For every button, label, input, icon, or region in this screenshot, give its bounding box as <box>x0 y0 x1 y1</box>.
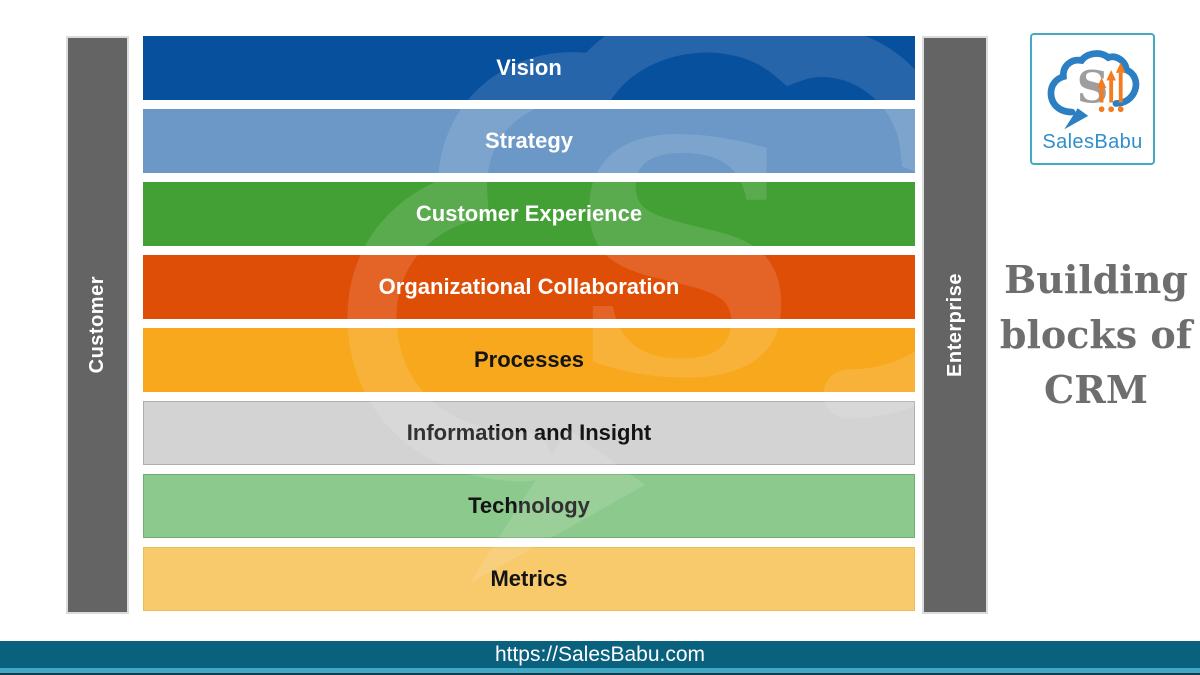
block-label: Organizational Collaboration <box>378 274 680 299</box>
title-line-3: CRM <box>1044 367 1148 412</box>
building-blocks-stack: Vision Strategy Customer Experience Orga… <box>143 36 915 611</box>
block-customer-experience: Customer Experience <box>143 182 915 246</box>
cloud-tail <box>1063 107 1088 129</box>
axis-bar-customer: Customer <box>66 36 129 614</box>
salesbabu-logo: S SalesBabu <box>1030 33 1155 165</box>
axis-label-enterprise: Enterprise <box>943 273 966 377</box>
logo-brand-text: SalesBabu <box>1042 130 1143 153</box>
block-label: Processes <box>473 347 585 372</box>
block-label: Vision <box>496 55 562 80</box>
block-label: Customer Experience <box>415 201 643 226</box>
cloud-logo-icon: S <box>1047 49 1139 129</box>
block-processes: Processes <box>143 328 915 392</box>
block-label: Information and Insight <box>406 420 652 445</box>
title-line-1: Building <box>1004 257 1188 302</box>
footer-accent-strip <box>0 668 1200 673</box>
block-information-and-insight: Information and Insight <box>143 401 915 465</box>
block-label: Technology <box>468 493 590 518</box>
cloud-outline <box>1047 49 1139 115</box>
footer-url-link[interactable]: https://SalesBabu.com <box>494 642 706 666</box>
footer-bar: https://SalesBabu.com <box>0 641 1200 668</box>
block-organizational-collaboration: Organizational Collaboration <box>143 255 915 319</box>
block-strategy: Strategy <box>143 109 915 173</box>
growth-arrows-icon <box>1096 61 1125 112</box>
title-line-2: blocks of <box>999 312 1193 357</box>
axis-label-customer: Customer <box>86 276 108 374</box>
block-label: Strategy <box>484 128 574 153</box>
block-technology: Technology <box>143 474 915 538</box>
block-label: Metrics <box>490 566 568 591</box>
block-metrics: Metrics <box>143 547 915 611</box>
footer-base-strip <box>0 673 1200 675</box>
page-title: Building blocks of CRM <box>990 252 1200 417</box>
axis-bar-enterprise: Enterprise <box>922 36 988 614</box>
block-vision: Vision <box>143 36 915 100</box>
